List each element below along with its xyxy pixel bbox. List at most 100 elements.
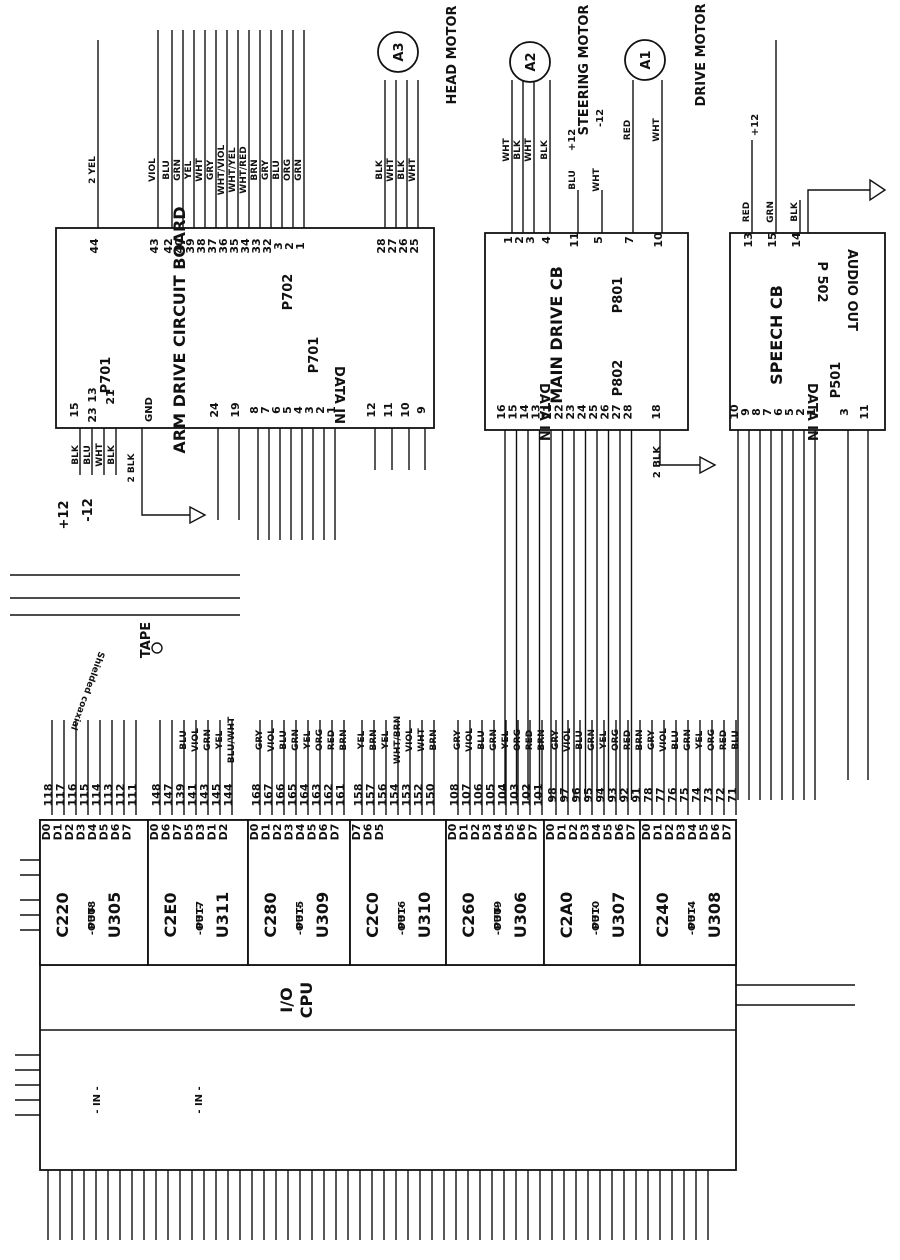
port-address: C2E0 [161,893,180,938]
port-bit: D0 [446,823,459,840]
arm-side-pin: 13 [86,387,99,402]
port-bit: D1 [652,824,665,841]
port-bit: D1 [556,824,569,841]
speech-top-pin-13: 13 [742,232,755,247]
port-wire-color: ORG [611,729,621,751]
port-wire-color: BLU [575,730,585,750]
port-pin-113: 113 [102,784,115,807]
steering-motor-label: STEERING MOTOR [577,5,592,136]
port-pin-98: 98 [546,787,559,802]
port-bit: D4 [492,823,505,840]
main-drive-p801-label: P801 [611,277,626,314]
port-bit: D1 [260,824,273,841]
port-pin-148: 148 [150,784,163,807]
speech-bottom-pin-1: 1 [805,408,818,416]
speech-top-pin-15: 15 [766,232,779,247]
port-pin-157: 157 [364,784,377,807]
speech-plus12: +12 [750,114,761,136]
port-bit: D6 [362,823,375,840]
port-bit: D5 [183,824,196,841]
port-wire-color: WHT/BRN [393,716,403,764]
speech-bottom-pin-9: 9 [739,408,752,416]
arm-top-pin-44: 44 [88,238,101,254]
port-pin-117: 117 [54,784,67,807]
port-bit: D6 [515,823,528,840]
port-pin-101: 101 [532,784,545,807]
port-connector: P310 [591,901,602,929]
port-bit: D2 [63,824,76,841]
speech-p502-label: P 502 [814,261,829,302]
port-bit: D7 [121,824,134,841]
port-box-c2a0 [543,819,641,966]
arm-top-pin-43: 43 [148,238,161,253]
port-box-c220 [39,819,149,966]
arm-top-wire-color: YEL [184,161,194,181]
port-wire-color: BLU/WHT [227,716,237,763]
port-chip: U305 [105,892,124,938]
arm-top-wire-color: WHT [195,157,205,181]
speech-data-in-label: DATA IN [804,383,819,441]
arm-top-pin-25: 25 [408,238,421,253]
main-top-pin-2: 2 [513,236,526,244]
main-top-pin-7: 7 [623,236,636,244]
port-pin-76: 76 [666,787,679,803]
ground-arrow-icon [699,455,717,475]
port-pin-97: 97 [558,787,571,802]
port-bit: D4 [86,823,99,840]
port-pin-96: 96 [570,787,583,803]
speech-bottom-pin-3: 3 [838,408,851,416]
speech-bottom-pin-2: 2 [794,408,807,416]
arm-top-pin-1: 1 [294,242,307,250]
port-pin-77: 77 [654,787,667,802]
port-pin-118: 118 [42,784,55,807]
main-bottom-pin-22: 22 [553,404,566,419]
arm-top-wire-color: BLU [162,160,172,180]
port-pin-74: 74 [690,787,703,803]
port-pin-150: 150 [424,783,437,806]
port-pin-95: 95 [582,787,595,802]
tape-label: TAPE [139,622,154,658]
main-top-wire-color: BLU [568,170,578,190]
main-bottom-pin-13: 13 [530,404,543,419]
port-pin-145: 145 [210,784,223,807]
in-label-2: - IN - [194,1086,205,1113]
port-bit: D1 [52,824,65,841]
main-top-pin-5: 5 [592,236,605,244]
main-drive-p802-label: P802 [611,360,626,397]
port-bit: D2 [271,824,284,841]
main-top-pin-3: 3 [524,236,537,244]
port-bit: D2 [469,824,482,841]
main-top-wire-color: WHT [502,137,512,161]
arm-drive-gnd-label: GND [144,397,155,422]
port-bit: D7 [350,824,363,841]
speech-top-wire-color: GRN [766,201,776,223]
main-bottom-pin-23: 23 [564,404,577,419]
port-bit: D6 [613,823,626,840]
port-wire-color: GRN [489,729,499,751]
port-wire-color: YEL [357,731,367,751]
drive-motor-id: A1 [639,50,654,69]
port-bit: D0 [544,823,557,840]
port-pin-73: 73 [702,787,715,802]
arm-top-pin-39: 39 [184,238,197,253]
port-pin-92: 92 [618,787,631,802]
port-wire-color: GRN [683,729,693,751]
port-pin-112: 112 [114,784,127,807]
port-bit: D4 [294,823,307,840]
arm-top-pin-35: 35 [228,238,241,253]
arm-power-label: +12 [57,501,72,530]
port-wire-color: YEL [599,731,609,751]
head-motor-symbol [377,31,419,73]
arm-top-pin-26: 26 [397,238,410,254]
port-chip: U306 [511,892,530,938]
port-connector: P316 [397,901,408,929]
arm-power-wire: WHT [95,442,105,466]
tape-jack-icon [151,642,163,654]
ground-arrow-icon [189,505,207,525]
arm-top-pin-36: 36 [217,238,230,254]
arm-bottom-pin-3: 3 [303,406,316,414]
port-pin-164: 164 [298,783,311,806]
